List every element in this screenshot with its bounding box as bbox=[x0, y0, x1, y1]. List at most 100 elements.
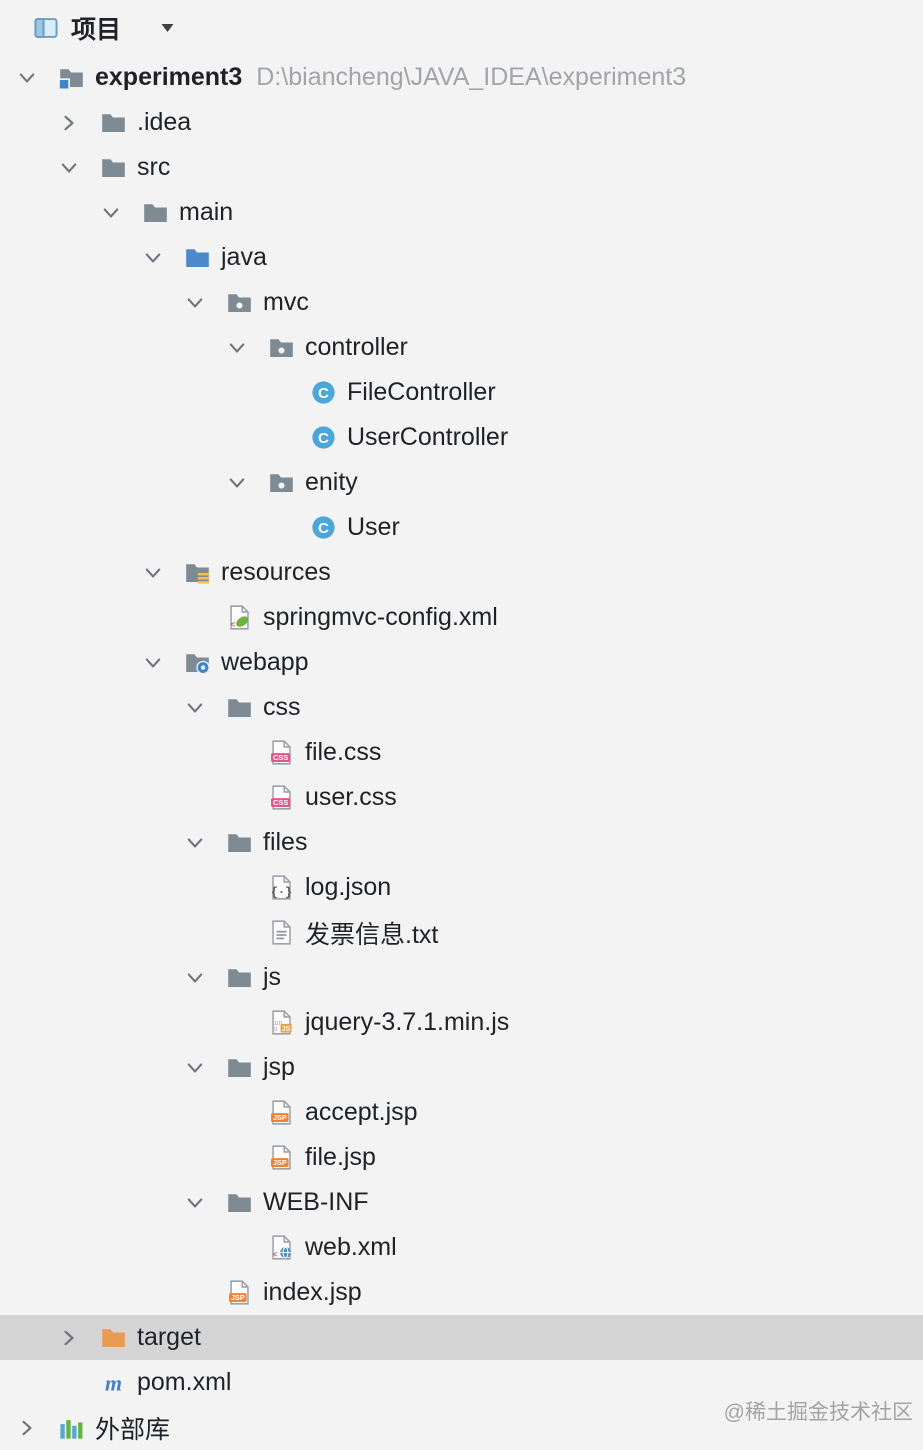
tree-row[interactable]: <web.xml bbox=[0, 1225, 923, 1270]
chevron-down-icon[interactable] bbox=[142, 562, 184, 584]
project-path: D:\biancheng\JAVA_IDEA\experiment3 bbox=[256, 63, 687, 91]
folder-icon bbox=[142, 199, 169, 226]
svg-text:CSS: CSS bbox=[273, 753, 288, 762]
tree-row[interactable]: <springmvc-config.xml bbox=[0, 595, 923, 640]
tree-item-label: file.css bbox=[305, 738, 382, 766]
chevron-right-icon[interactable] bbox=[58, 1327, 100, 1349]
chevron-right-icon[interactable] bbox=[16, 1417, 58, 1439]
chevron-down-icon[interactable] bbox=[184, 967, 226, 989]
package-icon bbox=[268, 334, 295, 361]
tree-row[interactable]: .idea bbox=[0, 100, 923, 145]
tree-row[interactable]: css bbox=[0, 685, 923, 730]
panel-header: 项目 bbox=[0, 0, 923, 55]
chevron-down-icon[interactable] bbox=[16, 67, 58, 89]
folder-icon bbox=[226, 1054, 253, 1081]
xml-web-icon: < bbox=[268, 1234, 295, 1261]
chevron-down-icon[interactable] bbox=[142, 247, 184, 269]
tree-row[interactable]: files bbox=[0, 820, 923, 865]
json-icon: {·} bbox=[268, 874, 295, 901]
dropdown-arrow-icon bbox=[159, 22, 176, 34]
chevron-down-icon[interactable] bbox=[100, 202, 142, 224]
project-folder-icon bbox=[58, 64, 85, 91]
chevron-down-icon[interactable] bbox=[142, 652, 184, 674]
chevron-down-icon[interactable] bbox=[184, 1057, 226, 1079]
tree-row[interactable]: webapp bbox=[0, 640, 923, 685]
folder-icon bbox=[226, 694, 253, 721]
tree-item-label: accept.jsp bbox=[305, 1098, 418, 1126]
tree-row[interactable]: jsp bbox=[0, 1045, 923, 1090]
tree-row[interactable]: JSP accept.jsp bbox=[0, 1090, 923, 1135]
svg-text:C: C bbox=[318, 385, 329, 402]
svg-text:C: C bbox=[318, 430, 329, 447]
chevron-down-icon[interactable] bbox=[226, 472, 268, 494]
tree-item-label: enity bbox=[305, 468, 358, 496]
folder-icon bbox=[226, 829, 253, 856]
folder-resources-icon bbox=[184, 559, 211, 586]
tree-item-label: resources bbox=[221, 558, 331, 586]
project-view-selector[interactable]: 项目 bbox=[71, 10, 176, 46]
tree-item-label: mvc bbox=[263, 288, 309, 316]
watermark: @稀土掘金技术社区 bbox=[723, 1401, 913, 1424]
tree-item-label: css bbox=[263, 693, 301, 721]
tree-row[interactable]: {·}log.json bbox=[0, 865, 923, 910]
jsp-icon: JSP bbox=[268, 1144, 295, 1171]
folder-excluded-icon bbox=[100, 1324, 127, 1351]
class-icon: C bbox=[310, 379, 337, 406]
chevron-right-icon[interactable] bbox=[58, 112, 100, 134]
svg-text:{·}: {·} bbox=[271, 885, 292, 899]
tree-row[interactable]: 发票信息.txt bbox=[0, 910, 923, 955]
tree-item-label: js bbox=[263, 963, 282, 991]
folder-icon bbox=[226, 964, 253, 991]
tree-item-label: .idea bbox=[137, 108, 192, 136]
txt-icon bbox=[268, 919, 295, 946]
tree-row[interactable]: java bbox=[0, 235, 923, 280]
tree-row[interactable]: WEB-INF bbox=[0, 1180, 923, 1225]
tree-row[interactable]: main bbox=[0, 190, 923, 235]
folder-sources-icon bbox=[184, 244, 211, 271]
tree-row[interactable]: JSP file.jsp bbox=[0, 1135, 923, 1180]
chevron-down-icon[interactable] bbox=[184, 1192, 226, 1214]
tree-item-label: pom.xml bbox=[137, 1368, 232, 1396]
folder-icon bbox=[226, 1189, 253, 1216]
tree-row[interactable]: js bbox=[0, 955, 923, 1000]
tree-row[interactable]: resources bbox=[0, 550, 923, 595]
xml-spring-icon: < bbox=[226, 604, 253, 631]
tree-item-label: files bbox=[263, 828, 308, 856]
folder-icon bbox=[100, 109, 127, 136]
tree-item-label: jquery-3.7.1.min.js bbox=[305, 1008, 510, 1036]
chevron-down-icon[interactable] bbox=[226, 337, 268, 359]
tree-row[interactable]: m pom.xml bbox=[0, 1360, 923, 1405]
chevron-down-icon[interactable] bbox=[184, 832, 226, 854]
tree-item-label: target bbox=[137, 1323, 201, 1351]
tree-row[interactable]: mvc bbox=[0, 280, 923, 325]
package-icon bbox=[268, 469, 295, 496]
jsp-icon: JSP bbox=[226, 1279, 253, 1306]
chevron-down-icon[interactable] bbox=[58, 157, 100, 179]
tree-item-label: src bbox=[137, 153, 171, 181]
tree-row[interactable]: target bbox=[0, 1315, 923, 1360]
tree-item-label: webapp bbox=[221, 648, 309, 676]
project-tool-window-icon[interactable] bbox=[33, 15, 59, 41]
svg-text:m: m bbox=[105, 1370, 122, 1395]
tree-row[interactable]: CSS file.css bbox=[0, 730, 923, 775]
tree-row[interactable]: enity bbox=[0, 460, 923, 505]
chevron-down-icon[interactable] bbox=[184, 697, 226, 719]
tree-item-label: main bbox=[179, 198, 234, 226]
tree-item-label: file.jsp bbox=[305, 1143, 376, 1171]
folder-web-icon bbox=[184, 649, 211, 676]
jsp-icon: JSP bbox=[268, 1099, 295, 1126]
svg-text:JSP: JSP bbox=[273, 1158, 287, 1167]
tree-row[interactable]: controller bbox=[0, 325, 923, 370]
tree-item-label: controller bbox=[305, 333, 408, 361]
tree-row[interactable]: src bbox=[0, 145, 923, 190]
chevron-down-icon[interactable] bbox=[184, 292, 226, 314]
svg-text:JS: JS bbox=[282, 1024, 291, 1033]
